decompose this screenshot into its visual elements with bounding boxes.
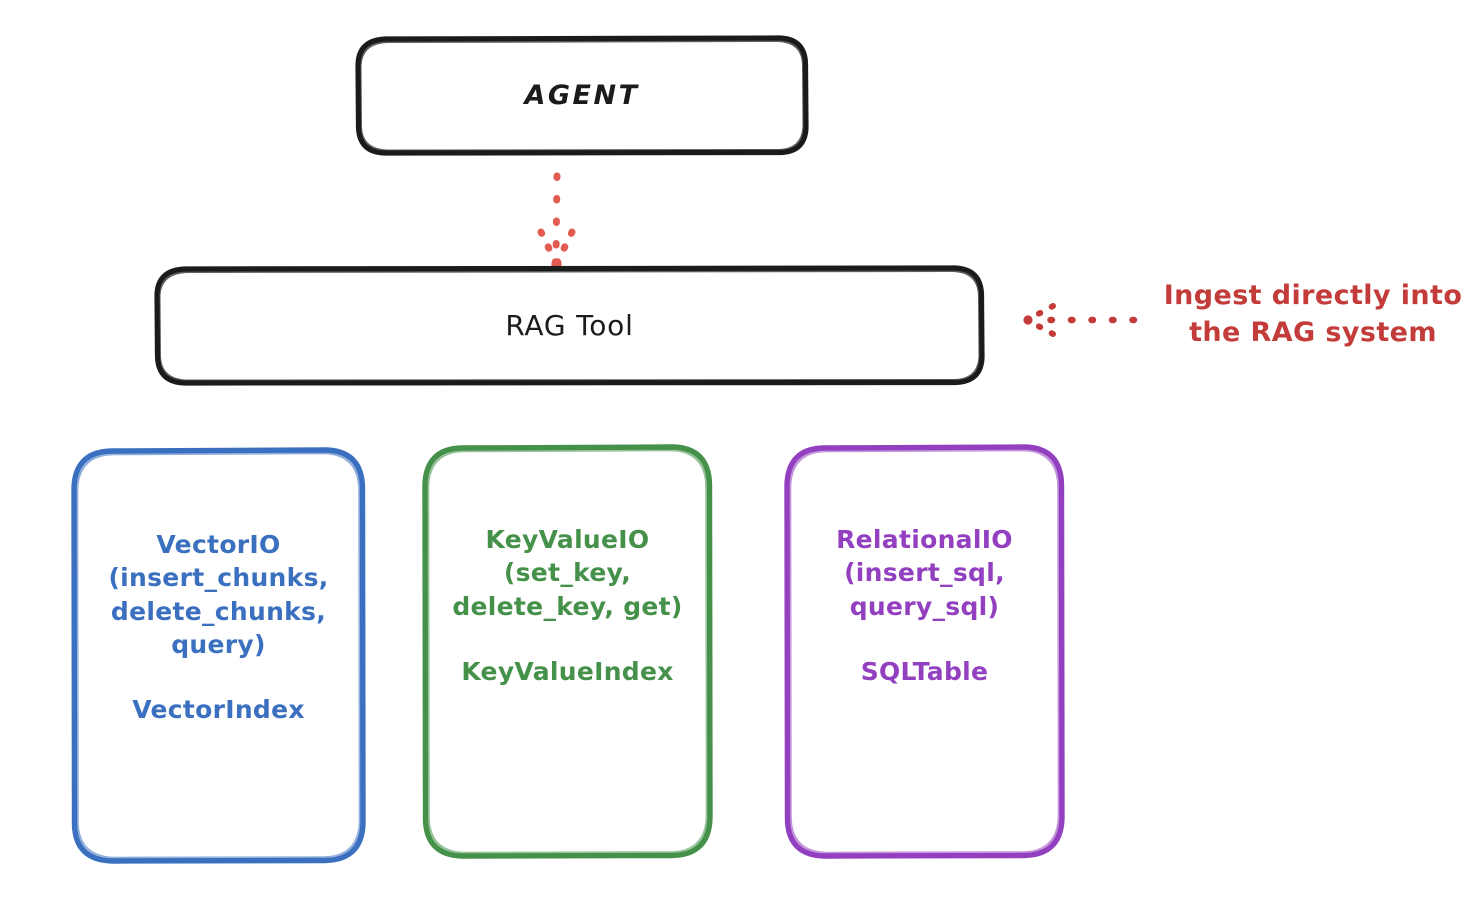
node-key-value-io-label: KeyValueIO (set_key, delete_key, get) — [452, 525, 683, 621]
agent-box-outline — [355, 35, 809, 156]
ingest-annotation-arrow — [1023, 303, 1138, 337]
node-key-value-io-sublabel: KeyValueIndex — [461, 656, 674, 686]
rag-tool-box-outline — [154, 265, 985, 386]
node-vector-io-sublabel: VectorIndex — [132, 695, 305, 724]
node-relational-io-label: RelationalIO (insert_sql, query_sql) — [836, 525, 1013, 621]
node-relational-io-sublabel: SQLTable — [860, 656, 989, 686]
ingest-annotation-text: Ingest directly into the RAG system — [1163, 280, 1463, 349]
relational-io-box-outline — [784, 444, 1065, 859]
node-rag-tool[interactable]: RAG Tool — [157, 268, 982, 384]
node-rag-tool-label: RAG Tool — [505, 308, 634, 342]
agent-to-rag-tool-arrow — [537, 172, 576, 270]
key-value-io-box-outline — [422, 444, 713, 859]
vector-io-box-outline — [71, 447, 366, 864]
node-agent-label: AGENT — [524, 80, 640, 112]
node-key-value-io[interactable]: KeyValueIO (set_key, delete_key, get) Ke… — [425, 447, 710, 856]
node-vector-io[interactable]: VectorIO (insert_chunks, delete_chunks, … — [74, 450, 363, 862]
node-agent[interactable]: AGENT — [358, 38, 806, 154]
node-vector-io-label: VectorIO (insert_chunks, delete_chunks, … — [108, 530, 329, 659]
node-relational-io[interactable]: RelationalIO (insert_sql, query_sql) SQL… — [787, 447, 1062, 856]
